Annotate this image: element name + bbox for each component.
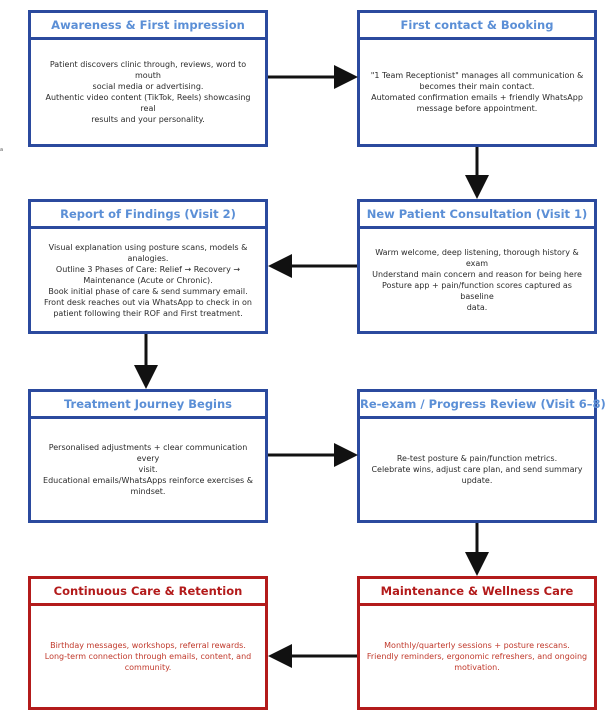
- first-contact-box: First contact & Booking "1 Team Receptio…: [357, 10, 597, 147]
- maintenance-box: Maintenance & Wellness Care Monthly/quar…: [357, 576, 597, 710]
- first_contact-line: message before appointment.: [416, 104, 538, 113]
- treatment-text: Personalised adjustments + clear communi…: [37, 442, 259, 497]
- report-line: Visual explanation using posture scans, …: [48, 242, 248, 252]
- treatment-line: Educational emails/WhatsApps reinforce e…: [43, 476, 253, 485]
- treatment-line: mindset.: [130, 487, 166, 496]
- maintenance-line: Friendly reminders, ergonomic refreshers…: [366, 652, 588, 661]
- report-line: Outline 3 Phases of Care: Relief → Recov…: [55, 264, 241, 274]
- report-line: Maintenance (Acute or Chronic).: [83, 275, 213, 285]
- reexam-line: update.: [461, 476, 493, 485]
- consultation-text: Warm welcome, deep listening, thorough h…: [366, 247, 588, 313]
- continuous-line: Birthday messages, workshops, referral r…: [50, 641, 246, 650]
- reexam-text: Re-test posture & pain/function metrics.…: [371, 453, 582, 486]
- first-contact-text: "1 Team Receptionist" manages all commun…: [371, 70, 584, 114]
- continuous-care-title: Continuous Care & Retention: [31, 579, 265, 606]
- continuous-care-box: Continuous Care & Retention Birthday mes…: [28, 576, 268, 710]
- treatment-box: Treatment Journey Begins Personalised ad…: [28, 389, 268, 523]
- first_contact-line: becomes their main contact.: [419, 82, 535, 91]
- maintenance-line: motivation.: [454, 663, 500, 672]
- report-line: Book initial phase of care & send summar…: [48, 286, 248, 296]
- awareness-box: Awareness & First impression Patient dis…: [28, 10, 268, 147]
- report-line: analogies.: [127, 253, 169, 263]
- treatment-line: visit.: [138, 465, 158, 474]
- report-line: patient following their ROF and First tr…: [53, 308, 243, 318]
- first_contact-line: Automated confirmation emails + friendly…: [371, 93, 583, 102]
- maintenance-title: Maintenance & Wellness Care: [360, 579, 594, 606]
- report-of-findings-box: Report of Findings (Visit 2) Visual expl…: [28, 199, 268, 334]
- awareness-line: Authentic video content (TikTok, Reels) …: [45, 93, 251, 113]
- first_contact-line: "1 Team Receptionist" manages all commun…: [370, 71, 584, 80]
- report-of-findings-title: Report of Findings (Visit 2): [31, 202, 265, 229]
- stray-mark: a: [0, 147, 4, 153]
- consultation-line: Warm welcome, deep listening, thorough h…: [375, 248, 579, 268]
- reexam-box: Re-exam / Progress Review (Visit 6–8) Re…: [357, 389, 606, 523]
- reexam-line: Re-test posture & pain/function metrics.: [396, 454, 558, 463]
- report-line: Front desk reaches out via WhatsApp to c…: [44, 297, 252, 307]
- maintenance-line: Monthly/quarterly sessions + posture res…: [384, 641, 570, 650]
- treatment-line: Personalised adjustments + clear communi…: [48, 443, 248, 463]
- consultation-title: New Patient Consultation (Visit 1): [360, 202, 594, 229]
- continuous-care-text: Birthday messages, workshops, referral r…: [45, 640, 251, 673]
- continuous-line: Long-term connection through emails, con…: [44, 652, 252, 661]
- consultation-line: data.: [466, 303, 488, 312]
- consultation-line: Understand main concern and reason for b…: [372, 270, 582, 279]
- consultation-box: New Patient Consultation (Visit 1) Warm …: [357, 199, 597, 334]
- awareness-line: results and your personality.: [91, 115, 205, 124]
- reexam-line: Celebrate wins, adjust care plan, and se…: [371, 465, 583, 474]
- treatment-title: Treatment Journey Begins: [31, 392, 265, 419]
- awareness-line: social media or advertising.: [92, 82, 204, 91]
- first-contact-title: First contact & Booking: [360, 13, 594, 40]
- report-of-findings-text: Visual explanation using posture scans, …: [44, 242, 252, 319]
- maintenance-text: Monthly/quarterly sessions + posture res…: [367, 640, 587, 673]
- awareness-title: Awareness & First impression: [31, 13, 265, 40]
- reexam-title: Re-exam / Progress Review (Visit 6–8): [360, 392, 606, 419]
- continuous-line: community.: [124, 663, 172, 672]
- awareness-text: Patient discovers clinic through, review…: [37, 59, 259, 125]
- awareness-line: Patient discovers clinic through, review…: [49, 60, 247, 80]
- consultation-line: Posture app + pain/function scores captu…: [382, 281, 572, 301]
